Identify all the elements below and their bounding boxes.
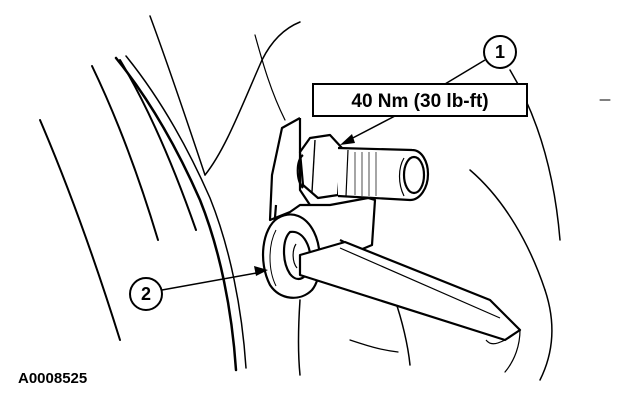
torque-spec-label: 40 Nm (30 lb-ft) — [351, 91, 488, 112]
housing-outline — [39, 15, 611, 381]
callout-2-label: 2 — [141, 284, 151, 304]
torque-spec-box — [312, 83, 528, 117]
figure-id: A0008525 — [18, 370, 87, 387]
link-rod — [298, 240, 522, 345]
bolt — [296, 133, 430, 202]
callout-1-label: 1 — [495, 42, 505, 62]
callout-2: 2 — [129, 266, 268, 311]
callout-1: 1 40 Nm (30 lb-ft) — [312, 35, 528, 145]
